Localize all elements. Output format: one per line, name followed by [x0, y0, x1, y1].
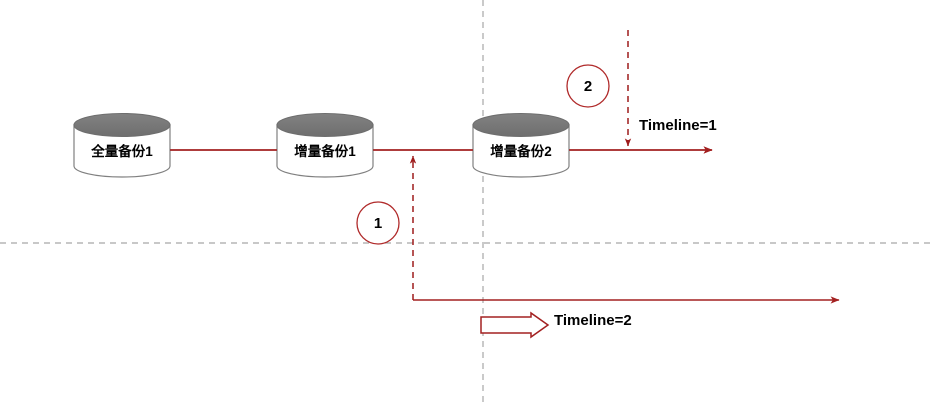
marker-circle-2 [566, 64, 610, 108]
marker-circle-1 [356, 201, 400, 245]
timeline-1-label: Timeline=1 [639, 117, 717, 134]
timeline-2-block-arrow [480, 311, 550, 339]
cylinder-incr-backup-1 [276, 112, 374, 178]
cylinder-top-cap [276, 112, 374, 138]
marker-label-2: 2 [583, 78, 593, 95]
cylinder-incr-backup-2 [472, 112, 570, 178]
cylinder-top-cap [73, 112, 171, 138]
cylinder-full-backup-1 [73, 112, 171, 178]
timeline-2-label: Timeline=2 [554, 312, 632, 329]
marker-label-1: 1 [373, 215, 383, 232]
cylinder-top-cap [472, 112, 570, 138]
